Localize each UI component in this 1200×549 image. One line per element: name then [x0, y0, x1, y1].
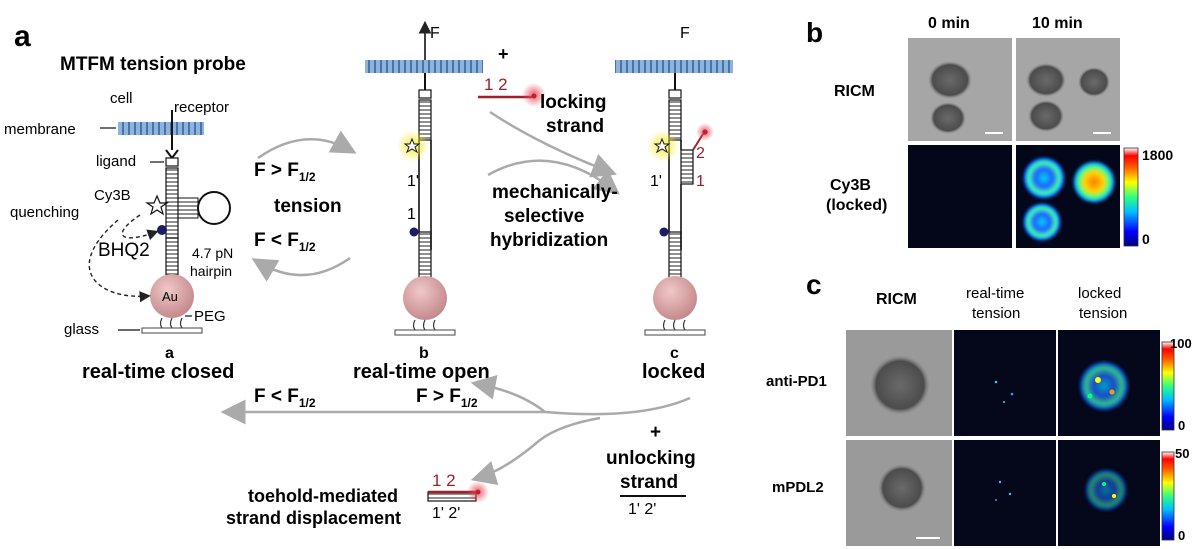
panel-b-row1: RICM: [834, 83, 875, 100]
cy3b-0min-image: [908, 145, 1012, 248]
au-particle-c: [653, 276, 697, 320]
label-cell: cell: [110, 90, 133, 107]
probe-title: MTFM tension probe: [60, 54, 246, 75]
panel-c-col3b: tension: [1079, 305, 1127, 322]
state-b-letter: b: [419, 345, 429, 362]
label-strand: strand: [546, 116, 604, 137]
lower-flt: F < F1/2: [254, 386, 316, 410]
panel-c-letter: c: [806, 269, 822, 300]
lower-fgt: F > F1/2: [416, 386, 478, 410]
panel-c-row1: anti-PD1: [766, 373, 827, 390]
panel-b-row2a: Cy3B: [830, 177, 871, 194]
trans-ab-flt: F < F1/2: [254, 230, 316, 254]
state-a-letter: a: [165, 345, 174, 362]
label-toehold1: toehold-mediated: [248, 486, 398, 506]
seq-1p-c: 1': [650, 173, 662, 190]
arrow-to-b: [470, 374, 546, 413]
panel-c-cbar2-min: 0: [1178, 528, 1185, 543]
panel-b-cbar-min: 0: [1142, 231, 1150, 247]
plus-unlocking: +: [650, 422, 661, 443]
duplex-seq-bottom: 1' 2': [432, 505, 460, 522]
state-c-letter: c: [670, 345, 679, 362]
panel-c-colorbar-2: [1161, 451, 1175, 541]
state-c-probe: [615, 60, 733, 336]
seq-1p-b: 1': [407, 173, 419, 190]
panel-c: c RICM real-time tension locked tension …: [766, 269, 1192, 546]
state-b-name: real-time open: [353, 361, 490, 383]
force-label-b: F: [430, 25, 440, 42]
panel-c-cbar1-max: 100: [1170, 336, 1192, 351]
au-particle-b: [403, 276, 447, 320]
cy3b-star-icon: [145, 194, 169, 216]
panel-c-col1: RICM: [876, 291, 917, 308]
state-c-name: locked: [642, 361, 705, 383]
panel-a: a MTFM tension probe: [4, 20, 733, 528]
label-ligand: ligand: [96, 153, 136, 170]
bhq2-quencher-icon: [157, 225, 167, 235]
hairpin-loop: [197, 191, 231, 225]
panel-c-cbar1-min: 0: [1178, 418, 1185, 433]
membrane-a: [118, 122, 204, 135]
label-mech1: mechanically-: [492, 182, 618, 203]
label-locking: locking: [540, 92, 607, 113]
label-au: Au: [162, 289, 178, 304]
panel-b-row2b: (locked): [826, 197, 887, 214]
panel-b-col2: 10 min: [1032, 15, 1083, 32]
trans-ab-tension: tension: [274, 196, 342, 217]
label-glass: glass: [64, 321, 99, 338]
arrow-a-to-b: [257, 130, 357, 160]
seq-1-c: 1: [696, 173, 705, 190]
panel-c-col2b: tension: [972, 305, 1020, 322]
panel-c-cbar2-max: 50: [1175, 446, 1189, 461]
unlocking-seq: 1' 2': [628, 501, 656, 518]
mpdl2-realtime-image: [954, 440, 1056, 546]
panel-b-colorbar: [1123, 147, 1139, 247]
label-bhq2: BHQ2: [98, 240, 150, 261]
panel-b: b 0 min 10 min RICM Cy3B (locked) 1800 0: [806, 15, 1173, 248]
label-mech3: hybridization: [490, 230, 608, 251]
seq-1-b: 1: [407, 206, 416, 223]
panel-c-row2: mPDL2: [772, 479, 824, 496]
panel-b-cbar-max: 1800: [1142, 147, 1173, 163]
label-quenching: quenching: [10, 204, 79, 221]
state-a-probe: [88, 110, 231, 334]
locking-seq: 1 2: [484, 75, 508, 94]
membrane-b: [365, 60, 483, 73]
label-membrane: membrane: [4, 121, 76, 138]
panel-c-colorbar-1: [1161, 341, 1175, 431]
panel-b-letter: b: [806, 17, 823, 48]
panel-c-col2a: real-time: [966, 285, 1024, 302]
arrow-c-to-a: [220, 396, 691, 425]
arrow-to-displacement: [470, 416, 601, 486]
label-receptor: receptor: [174, 99, 229, 116]
label-hairpin: hairpin: [190, 263, 232, 279]
force-label-c: F: [680, 25, 690, 42]
duplex-seq-top: 1 2: [432, 471, 456, 490]
arrow-b-to-c: [487, 159, 620, 195]
au-particle-a: [150, 274, 194, 318]
label-peg: PEG: [194, 308, 226, 325]
panel-a-letter: a: [14, 20, 31, 53]
panel-b-col1: 0 min: [928, 15, 970, 32]
label-mech2: selective: [504, 206, 584, 227]
label-toehold2: strand displacement: [226, 508, 401, 528]
seq-2-c: 2: [696, 145, 705, 162]
membrane-c: [615, 60, 733, 73]
anti-pd1-realtime-image: [954, 330, 1056, 436]
plus-locking: +: [498, 44, 509, 64]
arrow-b-to-a: [251, 256, 351, 282]
state-b-probe: [365, 20, 483, 336]
state-a-name: real-time closed: [82, 361, 234, 383]
label-unlocking: unlocking: [606, 448, 696, 469]
trans-ab-fgt: F > F1/2: [254, 160, 316, 184]
panel-c-col3a: locked: [1078, 285, 1121, 302]
label-hairpin-force: 4.7 pN: [192, 245, 233, 261]
label-cy3b: Cy3B: [94, 187, 131, 204]
label-unlocking-strand: strand: [620, 472, 678, 493]
